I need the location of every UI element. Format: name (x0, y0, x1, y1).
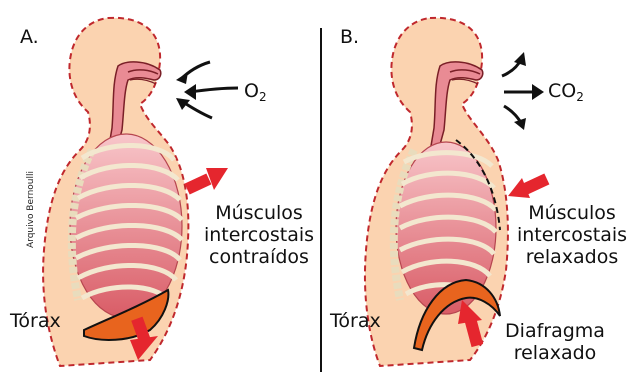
muscles-label-a: Músculos intercostais contraídos (200, 202, 318, 268)
image-credit: Arquivo Bernoulli (26, 171, 36, 248)
gas-label-b: CO2 (548, 80, 584, 104)
panel-a (43, 18, 238, 366)
inhale-arrows-icon (176, 62, 238, 118)
panel-b-label: B. (340, 26, 359, 48)
muscles-label-b: Músculos intercostais relaxados (512, 202, 632, 268)
thorax-label-b: Tórax (330, 310, 381, 332)
diaphragm-label-b: Diafragma relaxado (496, 320, 614, 364)
red-arrow-icon (185, 168, 228, 195)
red-arrow-icon (508, 173, 549, 198)
thorax-label-a: Tórax (10, 310, 61, 332)
exhale-arrows-icon (502, 52, 544, 130)
gas-label-a: O2 (244, 80, 267, 104)
panel-b (365, 18, 549, 366)
panel-a-label: A. (20, 26, 39, 48)
